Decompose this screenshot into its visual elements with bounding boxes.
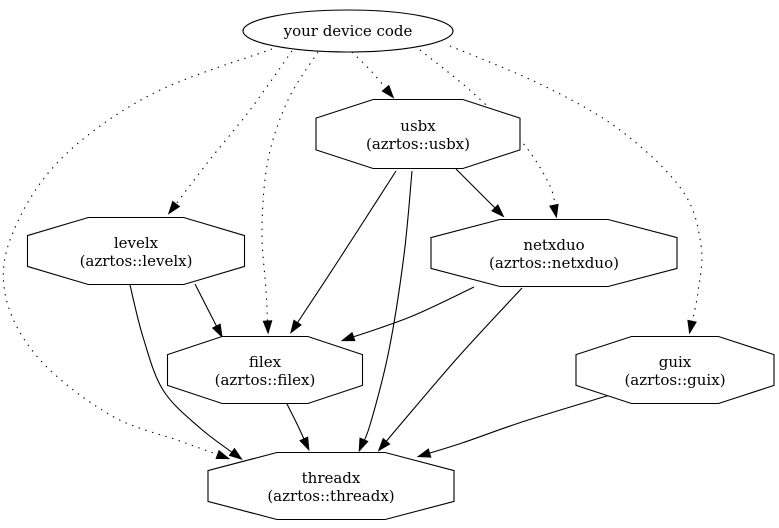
node-guix-sublabel: (azrtos::guix) (624, 371, 725, 389)
arrowhead-netxduo-threadx (377, 437, 391, 452)
node-levelx-label: levelx (114, 234, 159, 252)
arrowhead-device-netxduo (549, 203, 559, 219)
edge-device-threadx (2, 48, 273, 459)
edge-usbx-netxduo (455, 168, 503, 216)
arrowhead-device-filex (262, 320, 273, 335)
arrowhead-device-threadx (215, 449, 231, 460)
edge-device-guix (449, 45, 703, 332)
node-usbx-label: usbx (400, 117, 436, 135)
node-netxduo (430, 218, 678, 288)
node-filex-label: filex (249, 353, 282, 371)
node-guix-label: guix (659, 353, 692, 371)
arrowhead-usbx-netxduo (491, 204, 505, 218)
edge-netxduo-filex (343, 286, 475, 341)
edge-levelx-threadx (129, 284, 241, 459)
node-threadx-label: threadx (302, 469, 361, 487)
edge-netxduo-threadx (379, 287, 523, 450)
edge-device-filex (261, 51, 319, 332)
node-netxduo-label: netxduo (523, 236, 584, 254)
edge-usbx-threadx (359, 170, 413, 450)
arrowhead-levelx-filex (211, 323, 223, 339)
arrowhead-levelx-threadx (228, 447, 243, 461)
node-filex-sublabel: (azrtos::filex) (215, 371, 316, 389)
arrowhead-usbx-filex (290, 319, 302, 334)
arrowhead-device-levelx (167, 200, 181, 215)
node-guix (575, 335, 775, 405)
arrowhead-netxduo-filex (340, 331, 356, 342)
node-netxduo-sublabel: (azrtos::netxduo) (489, 254, 619, 272)
arrowhead-filex-threadx (299, 436, 310, 452)
node-threadx-sublabel: (azrtos::threadx) (267, 487, 394, 505)
edge-device-levelx (169, 50, 293, 213)
edge-device-usbx (351, 51, 393, 97)
node-filex (166, 335, 364, 405)
node-levelx (26, 216, 246, 286)
arrowhead-device-guix (687, 319, 697, 335)
node-levelx-sublabel: (azrtos::levelx) (80, 252, 193, 270)
node-device-label: your device code (283, 22, 413, 40)
node-device (242, 9, 454, 53)
edge-guix-threadx (419, 394, 611, 457)
arrowhead-device-usbx (381, 84, 395, 99)
node-usbx (315, 98, 521, 170)
node-usbx-sublabel: (azrtos::usbx) (366, 135, 470, 153)
arrowhead-guix-threadx (416, 448, 432, 458)
arrowhead-usbx-threadx (358, 437, 369, 453)
edge-usbx-filex (291, 170, 397, 332)
node-threadx (207, 451, 455, 521)
